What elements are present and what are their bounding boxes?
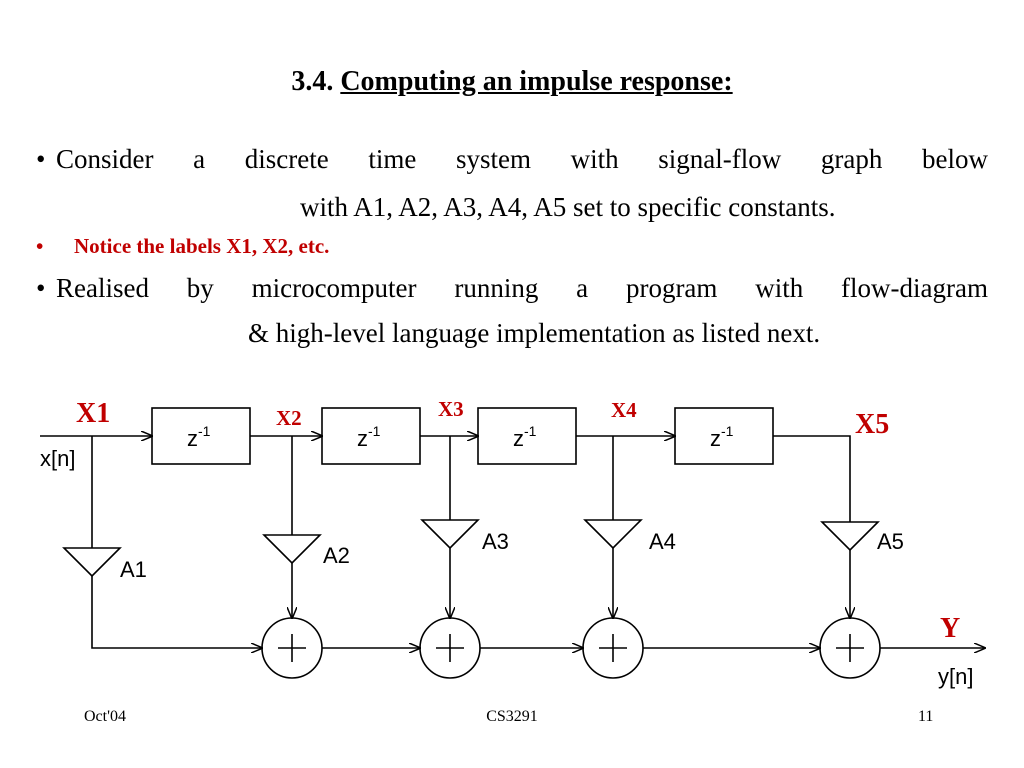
gain-triangle-a3: [420, 519, 480, 550]
note-bullet: • Notice the labels X1, X2, etc.: [36, 234, 329, 259]
footer-page-number: 11: [918, 708, 934, 725]
delay-label-1: z-1: [187, 423, 211, 451]
adder-3: [582, 617, 644, 679]
note-dot: •: [36, 234, 44, 258]
footer-date: Oct'04: [84, 708, 126, 725]
gain-triangle-a2: [262, 534, 322, 565]
gain-label-a3: A3: [482, 529, 509, 554]
gain-label-a2: A2: [323, 543, 350, 568]
node-label-x2: X2: [276, 406, 302, 430]
adder-2: [419, 617, 481, 679]
bullet-1: • Consider a discrete time system with s…: [36, 144, 988, 175]
node-label-x4: X4: [611, 398, 637, 422]
delay-label-3: z-1: [513, 423, 537, 451]
gain-triangle-a1: [62, 547, 122, 578]
output-label: y[n]: [938, 664, 973, 689]
gain-triangle-a5: [820, 521, 880, 552]
delay-label-2: z-1: [357, 423, 381, 451]
node-label-x3: X3: [438, 397, 464, 421]
footer-course: CS3291: [486, 708, 538, 725]
title-text: Computing an impulse response:: [340, 66, 733, 97]
delay-box-1: [151, 407, 251, 465]
note-text: Notice the labels X1, X2, etc.: [74, 234, 330, 258]
node-label-x1: X1: [76, 398, 110, 429]
delay-box-3: [477, 407, 577, 465]
tap-line-5: [773, 435, 851, 522]
delay-box-2: [321, 407, 421, 465]
delay-label-4: z-1: [710, 423, 734, 451]
gain-label-a1: A1: [120, 557, 147, 582]
bullet-3-line-2: & high-level language implementation as …: [248, 318, 821, 348]
adder-4: [819, 617, 881, 679]
gain-triangle-a4: [583, 519, 643, 550]
slide-title: 3.4. Computing an impulse response:: [0, 66, 1024, 98]
title-number: 3.4.: [291, 66, 334, 97]
gain-out-a1: [91, 576, 262, 648]
bullet-1-line-1: Consider a discrete time system with sig…: [56, 144, 988, 174]
adder-1: [261, 617, 323, 679]
bullet-dot-3: •: [36, 273, 46, 303]
node-label-x5: X5: [855, 409, 889, 440]
bullet-3-line-1: Realised by microcomputer running a prog…: [56, 273, 988, 303]
bullet-1-line-2: with A1, A2, A3, A4, A5 set to specific …: [300, 192, 836, 222]
gain-label-a5: A5: [877, 529, 904, 554]
delay-box-4: [674, 407, 774, 465]
node-label-y: Y: [940, 613, 960, 644]
bullet-3: • Realised by microcomputer running a pr…: [36, 273, 988, 304]
bullet-dot-1: •: [36, 144, 46, 174]
gain-label-a4: A4: [649, 529, 676, 554]
input-label: x[n]: [40, 446, 75, 471]
